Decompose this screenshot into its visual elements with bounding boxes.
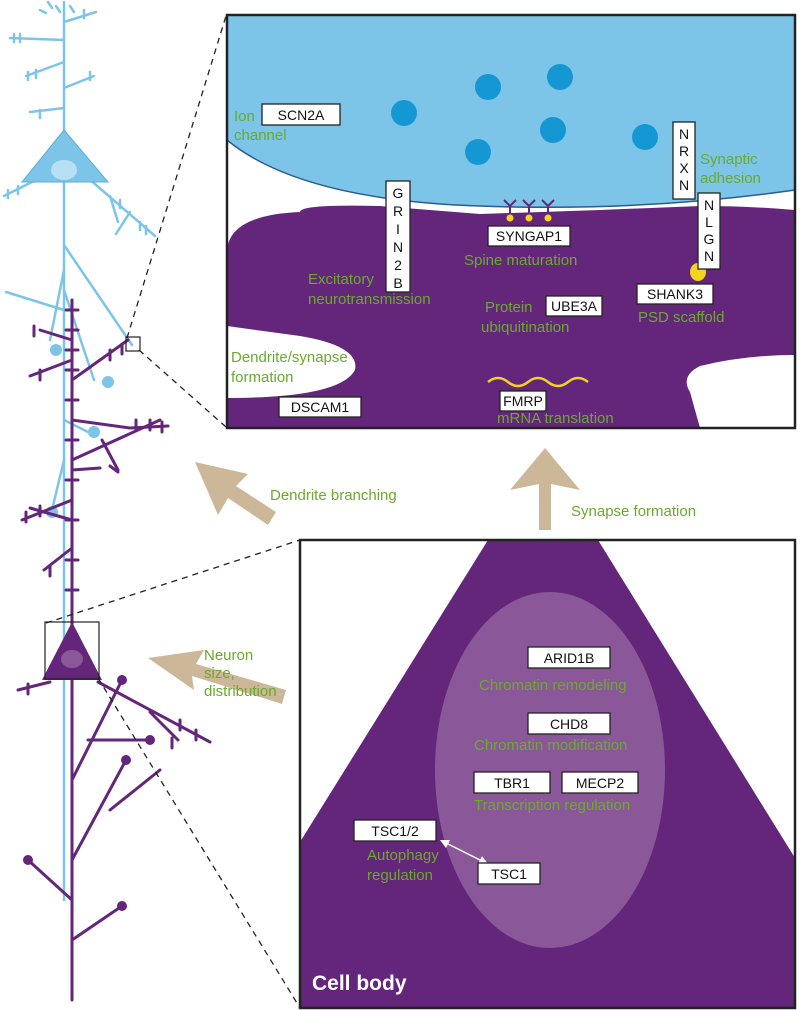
synapse-formation-label: Synapse formation bbox=[571, 503, 696, 520]
grin2b-letter: G bbox=[393, 185, 404, 201]
axon-terminals-purple bbox=[23, 675, 155, 911]
regulation-label: regulation bbox=[367, 867, 433, 884]
nlgn-letter: N bbox=[704, 197, 714, 213]
size-label: size, bbox=[204, 665, 235, 682]
spine-maturation-label: Spine maturation bbox=[464, 252, 577, 269]
cell-body-title: Cell body bbox=[312, 972, 407, 995]
ubiquitination-label: ubiquitination bbox=[481, 319, 569, 336]
grin2b-letter: R bbox=[393, 203, 403, 219]
cell-body-panel: ARID1B Chromatin remodeling CHD8 Chromat… bbox=[298, 538, 797, 1010]
dscam1-gene: DSCAM1 bbox=[291, 399, 350, 415]
presynaptic-soma bbox=[20, 129, 110, 183]
excitatory-label: Excitatory bbox=[308, 271, 374, 288]
synaptic-vesicles bbox=[391, 64, 658, 165]
chromatin-remodeling-label: Chromatin remodeling bbox=[479, 677, 627, 694]
adhesion-label: adhesion bbox=[700, 170, 761, 187]
syngap1-gene: SYNGAP1 bbox=[496, 228, 562, 244]
neuron-size-arrow bbox=[148, 650, 286, 704]
autophagy-label: Autophagy bbox=[367, 847, 439, 864]
arid1b-gene: ARID1B bbox=[544, 650, 595, 666]
nrxn-letter: R bbox=[679, 143, 689, 159]
chromatin-modification-label: Chromatin modification bbox=[474, 737, 627, 754]
ion-label: Ion bbox=[234, 108, 255, 125]
cell-body-zoom-box bbox=[44, 621, 100, 680]
ube3a-gene: UBE3A bbox=[551, 298, 598, 314]
scn2a-gene: SCN2A bbox=[278, 107, 325, 123]
grin2b-letter: N bbox=[393, 239, 403, 255]
tbr1-gene: TBR1 bbox=[494, 775, 530, 791]
nrxn-letter: N bbox=[679, 126, 689, 142]
presynaptic-terminal bbox=[227, 15, 795, 209]
tsc12-gene: TSC1/2 bbox=[371, 823, 419, 839]
nrxn-letter: N bbox=[679, 177, 689, 193]
fmrp-gene: FMRP bbox=[503, 393, 543, 409]
grin2b-letter: B bbox=[393, 275, 402, 291]
mrna-translation-label: mRNA translation bbox=[497, 410, 614, 427]
mrna-strand bbox=[487, 376, 589, 388]
shank3-gene: SHANK3 bbox=[647, 286, 703, 302]
nrxn-letter: X bbox=[679, 160, 689, 176]
synapse-formation-arrow bbox=[510, 448, 580, 530]
distribution-label: distribution bbox=[204, 683, 277, 700]
mecp2-gene: MECP2 bbox=[576, 775, 624, 791]
dendrite-branching-arrow bbox=[195, 462, 276, 525]
channel-label: channel bbox=[234, 127, 287, 144]
dendrite-branching-label: Dendrite branching bbox=[270, 487, 397, 504]
postsynaptic-spine bbox=[227, 205, 795, 428]
nlgn-letter: N bbox=[704, 248, 714, 264]
spine-receptors bbox=[503, 199, 555, 216]
zoom-connectors bbox=[45, 15, 301, 1009]
nlgn-letter: G bbox=[704, 231, 715, 247]
tsc1-gene: TSC1 bbox=[491, 866, 527, 882]
chd8-gene: CHD8 bbox=[550, 716, 588, 732]
synaptic-label: Synaptic bbox=[700, 151, 758, 168]
neuron-label: Neuron bbox=[204, 647, 253, 664]
neurotransmission-label: neurotransmission bbox=[308, 291, 431, 308]
dendrite-synapse-label: Dendrite/synapse bbox=[231, 349, 348, 366]
tsc-interaction-arrow bbox=[439, 839, 489, 865]
postsynaptic-neuron bbox=[16, 298, 212, 1002]
nlgn-letter: L bbox=[705, 214, 713, 230]
grin2b-letter: 2 bbox=[394, 257, 402, 273]
process-arrows bbox=[148, 448, 580, 704]
psd-scaffold-label: PSD scaffold bbox=[638, 309, 724, 326]
transcription-regulation-label: Transcription regulation bbox=[474, 797, 630, 814]
formation-label: formation bbox=[231, 369, 294, 386]
grin2b-letter: I bbox=[396, 221, 400, 237]
synapse-panel: Ion channel SCN2A Synaptic adhesion N R … bbox=[225, 13, 797, 430]
protein-label: Protein bbox=[485, 299, 533, 316]
nucleus bbox=[435, 592, 665, 948]
synapse-zoom-box bbox=[125, 336, 141, 352]
axon-terminals bbox=[46, 344, 114, 518]
